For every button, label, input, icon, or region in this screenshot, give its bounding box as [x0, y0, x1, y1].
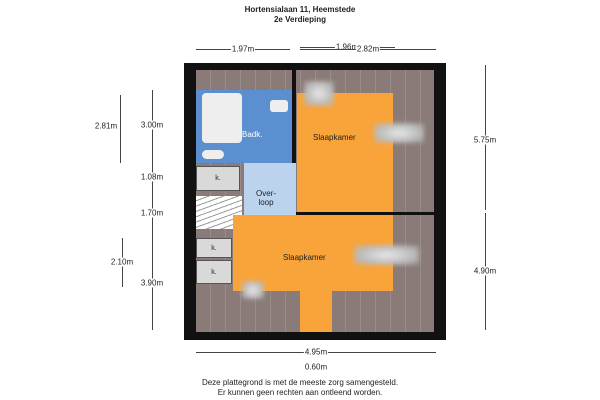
wall [296, 212, 434, 215]
bedroom-upper: Slaapkamer [297, 93, 393, 212]
bathtub-icon [202, 93, 242, 143]
closet-label: k. [215, 175, 221, 182]
skylight [374, 123, 424, 143]
bedroom-upper-label: Slaapkamer [313, 133, 356, 142]
disclaimer-line-1: Deze plattegrond is met de meeste zorg s… [201, 378, 399, 387]
dim-left-inner-1: 3.00m [139, 120, 165, 130]
closet-2: k. [196, 238, 232, 258]
address-title: Hortensialaan 11, Heemstede [244, 5, 356, 14]
bathroom: Badk. [196, 90, 292, 163]
floor-title: 2e Verdieping [273, 15, 327, 24]
dim-left-outer-2: 2.10m [109, 257, 135, 267]
skylight [242, 281, 264, 299]
skylight [304, 81, 334, 106]
dim-line [120, 95, 121, 163]
dim-top-upper: 1.96m [334, 42, 360, 52]
landing-label-2: loop [258, 198, 274, 207]
closet-label: k. [211, 244, 217, 252]
landing-label: Over-loop [256, 189, 276, 207]
bedroom-lower-label: Slaapkamer [283, 253, 326, 262]
dim-left-inner-2: 1.08m [139, 172, 165, 182]
dim-right-2: 4.90m [472, 266, 498, 276]
sink-icon [270, 100, 288, 112]
landing-label-1: Over- [256, 189, 276, 198]
bedroom-lower-dormer [300, 291, 332, 332]
dim-top-right: 2.82m [355, 44, 381, 54]
dim-top-left: 1.97m [230, 44, 256, 54]
dim-left-inner-3: 1.70m [139, 208, 165, 218]
floor-plan: Badk. Slaapkamer Over-loop k. Slaapkamer… [184, 63, 446, 340]
dim-bottom-extra: 0.60m [303, 362, 329, 372]
wall [292, 70, 296, 235]
dim-right-1: 5.75m [472, 135, 498, 145]
disclaimer-line-2: Er kunnen geen rechten aan ontleend word… [217, 388, 383, 397]
dim-bottom: 4.95m [303, 347, 329, 357]
skylight [354, 245, 419, 265]
closet-label: k. [211, 268, 217, 276]
dim-left-inner-4: 3.90m [139, 278, 165, 288]
toilet-icon [202, 150, 224, 159]
dim-left-outer-1: 2.81m [93, 121, 119, 131]
bathroom-label: Badk. [242, 130, 263, 139]
closet-1: k. [196, 166, 240, 191]
closet-3: k. [196, 260, 232, 284]
